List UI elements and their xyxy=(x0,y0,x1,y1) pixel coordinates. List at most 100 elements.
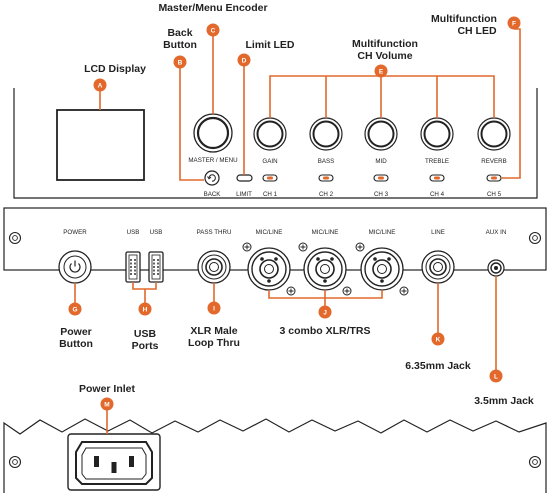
limit-led xyxy=(236,174,253,182)
callout-label-b-line2: Button xyxy=(163,39,197,51)
svg-text:G: G xyxy=(72,306,77,313)
svg-text:I: I xyxy=(213,305,215,312)
channel-label-2: CH 2 xyxy=(319,191,334,198)
top-panel: MASTER / MENU BACK LIMIT GAIN BASS MID T… xyxy=(13,88,538,199)
channel-label-1: CH 1 xyxy=(263,191,278,198)
svg-text:C: C xyxy=(211,27,216,34)
callout-leaders xyxy=(74,28,521,434)
callout-badge-e: E xyxy=(374,64,388,78)
callout-label-f-line2: CH LED xyxy=(457,25,497,37)
channel-label-3: CH 3 xyxy=(374,191,389,198)
usb-label-2: USB xyxy=(150,229,163,236)
svg-text:D: D xyxy=(242,57,247,64)
svg-text:L: L xyxy=(494,373,498,380)
back-arrow-icon xyxy=(208,174,216,182)
knob-label-gain: GAIN xyxy=(262,158,277,165)
usb-port-2[interactable] xyxy=(148,251,164,283)
callout-badge-d: D xyxy=(237,53,251,67)
combo-jack-2[interactable] xyxy=(298,242,352,296)
knob-reverb[interactable] xyxy=(477,117,511,151)
callout-label-j: 3 combo XLR/TRS xyxy=(279,325,370,337)
power-icon xyxy=(69,263,81,273)
callout-label-c: Master/Menu Encoder xyxy=(158,2,267,14)
callout-badge-b: B xyxy=(173,55,187,69)
svg-text:J: J xyxy=(323,309,327,316)
pass-thru-label: PASS THRU xyxy=(197,229,232,236)
line-jack[interactable] xyxy=(421,250,455,284)
aux-in-label: AUX IN xyxy=(486,229,507,236)
callout-label-d: Limit LED xyxy=(246,39,295,51)
knob-gain[interactable] xyxy=(253,117,287,151)
knob-label-mid: MID xyxy=(375,158,387,165)
callout-label-e-line1: Multifunction xyxy=(352,38,418,50)
callout-badge-g: G xyxy=(68,302,82,316)
back-button[interactable] xyxy=(204,170,220,186)
callout-badge-a: A xyxy=(93,78,107,92)
callout-label-h-line1: USB xyxy=(134,328,157,340)
mic-line-label-3: MIC/LINE xyxy=(369,229,396,236)
combo-jack-3[interactable] xyxy=(355,242,409,296)
power-button[interactable] xyxy=(58,250,92,284)
callout-label-g-line2: Button xyxy=(59,338,93,350)
knob-label-bass: BASS xyxy=(318,158,335,165)
svg-text:E: E xyxy=(379,68,384,75)
knob-treble[interactable] xyxy=(420,117,454,151)
channel-led-1 xyxy=(262,174,278,182)
callout-label-i-line2: Loop Thru xyxy=(188,337,240,349)
callout-badge-c: C xyxy=(206,23,220,37)
channel-led-3 xyxy=(373,174,389,182)
aux-in-jack[interactable] xyxy=(487,259,505,277)
pass-thru-jack[interactable] xyxy=(197,250,231,284)
screw-bottom-left-icon xyxy=(8,455,22,469)
callout-badge-j: J xyxy=(318,305,332,319)
svg-text:F: F xyxy=(512,20,516,27)
channel-label-5: CH 5 xyxy=(487,191,502,198)
usb-port-1[interactable] xyxy=(125,251,141,283)
callout-badge-k: K xyxy=(431,332,445,346)
screw-right-icon xyxy=(528,231,542,245)
master-menu-label: MASTER / MENU xyxy=(188,157,237,164)
callout-label-a: LCD Display xyxy=(84,63,146,75)
knob-mid[interactable] xyxy=(364,117,398,151)
callout-label-b-line1: Back xyxy=(167,27,192,39)
limit-label: LIMIT xyxy=(236,191,252,198)
callout-badge-h: H xyxy=(138,302,152,316)
knob-bass[interactable] xyxy=(309,117,343,151)
bottom-panel xyxy=(3,418,547,493)
channel-led-2 xyxy=(318,174,334,182)
mic-line-label-1: MIC/LINE xyxy=(256,229,283,236)
mic-line-label-2: MIC/LINE xyxy=(312,229,339,236)
master-menu-encoder[interactable] xyxy=(193,113,233,153)
channel-label-4: CH 4 xyxy=(430,191,445,198)
lcd-display-screen xyxy=(56,109,145,181)
callout-label-m: Power Inlet xyxy=(79,383,136,395)
callout-label-h-line2: Ports xyxy=(132,340,159,352)
svg-text:B: B xyxy=(178,59,183,66)
callout-badge-m: M xyxy=(100,397,114,411)
channel-led-5 xyxy=(486,174,502,182)
svg-text:M: M xyxy=(104,401,109,408)
svg-text:A: A xyxy=(98,82,103,89)
callout-label-g-line1: Power xyxy=(60,326,92,338)
callout-label-e-line2: CH Volume xyxy=(357,50,412,62)
line-label: LINE xyxy=(431,229,445,236)
power-label: POWER xyxy=(63,229,87,236)
callout-label-k: 6.35mm Jack xyxy=(405,360,471,372)
screw-left-icon xyxy=(8,231,22,245)
combo-jack-1[interactable] xyxy=(242,242,296,296)
power-inlet[interactable] xyxy=(67,433,161,491)
callout-badge-l: L xyxy=(489,369,503,383)
knob-label-treble: TREBLE xyxy=(425,158,449,165)
knob-label-reverb: REVERB xyxy=(481,158,506,165)
callout-label-f-line1: Multifunction xyxy=(431,13,497,25)
callout-badge-f: F xyxy=(507,16,521,30)
callout-label-i-line1: XLR Male xyxy=(190,325,237,337)
svg-text:H: H xyxy=(143,306,148,313)
callout-label-l: 3.5mm Jack xyxy=(474,395,534,407)
channel-led-4 xyxy=(429,174,445,182)
svg-text:K: K xyxy=(436,336,441,343)
callout-badge-i: I xyxy=(207,301,221,315)
screw-bottom-right-icon xyxy=(528,455,542,469)
back-label: BACK xyxy=(204,191,222,198)
